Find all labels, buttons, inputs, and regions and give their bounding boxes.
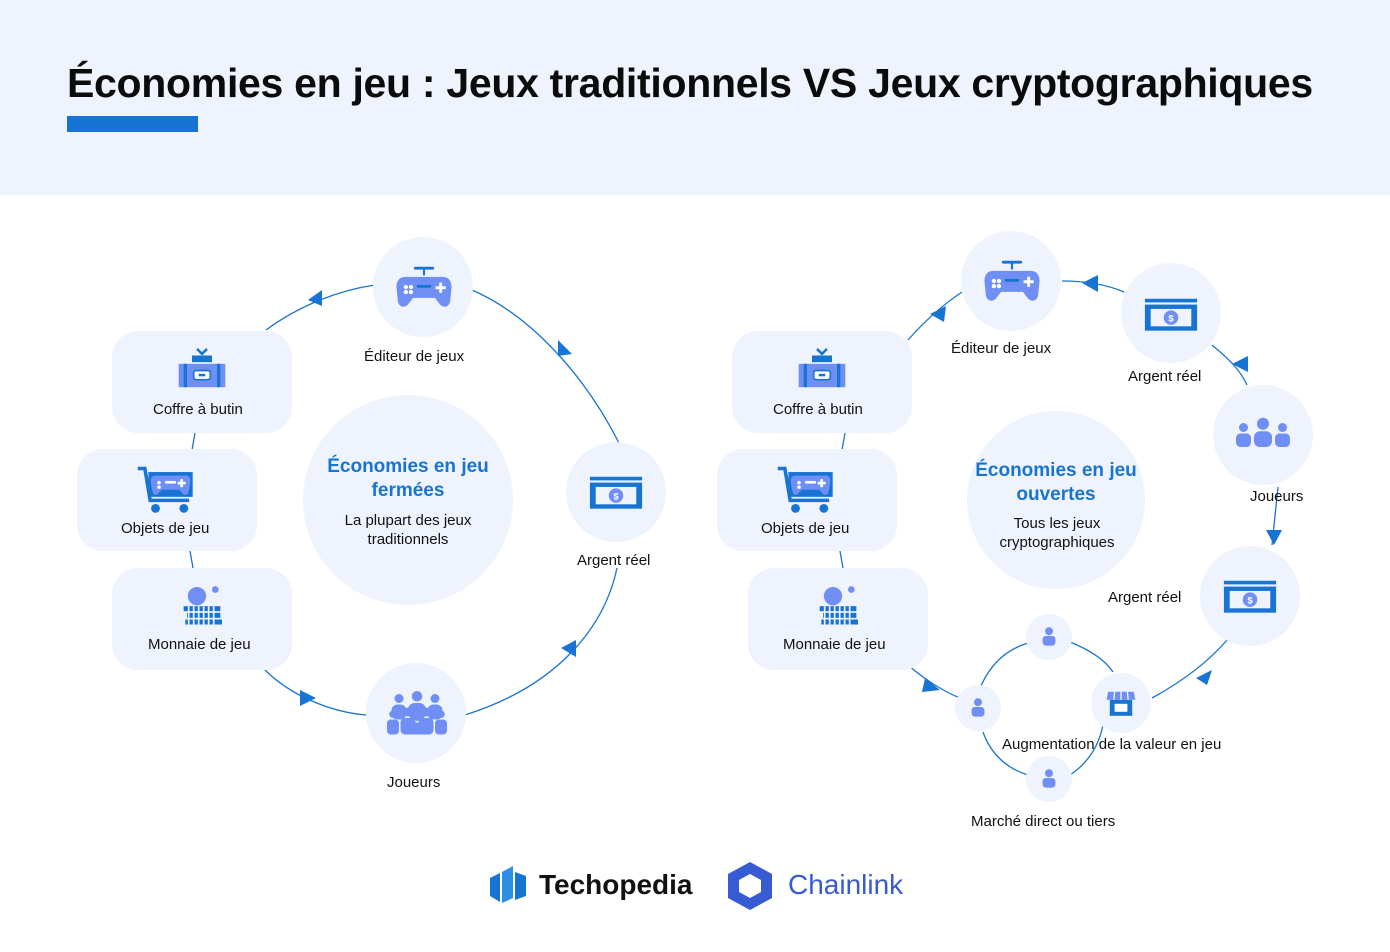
right-game-currency-label: Monnaie de jeu bbox=[783, 636, 886, 653]
left-center-subtitle: La plupart des jeux traditionnels bbox=[344, 512, 472, 548]
right-real-money-top-label: Argent réel bbox=[1128, 368, 1202, 385]
left-publisher-label: Éditeur de jeux bbox=[364, 348, 465, 365]
left-center-title: Économies en jeu fermées bbox=[327, 456, 489, 501]
right-center-circle bbox=[967, 411, 1145, 589]
market-label: Marché direct ou tiers bbox=[971, 813, 1116, 830]
left-loot-box-card bbox=[112, 331, 292, 433]
left-loot-box-label: Coffre à butin bbox=[153, 401, 243, 418]
market-node-top bbox=[1026, 614, 1072, 660]
right-game-items-card bbox=[717, 449, 897, 551]
right-loot-box-label: Coffre à butin bbox=[773, 401, 863, 418]
left-game-items-label: Objets de jeu bbox=[121, 520, 210, 537]
left-players-label: Joueurs bbox=[387, 774, 441, 791]
right-publisher-node bbox=[961, 231, 1061, 331]
left-real-money-label: Argent réel bbox=[577, 552, 651, 569]
left-game-items-card bbox=[77, 449, 257, 551]
chainlink-logo-text: Chainlink bbox=[788, 869, 904, 900]
right-players-label: Joueurs bbox=[1250, 488, 1304, 505]
crowd-icon bbox=[387, 691, 447, 735]
left-players-node bbox=[366, 663, 466, 763]
right-real-money-top-node bbox=[1121, 263, 1221, 363]
page-title: Économies en jeu : Jeux traditionnels VS… bbox=[67, 60, 1313, 106]
right-game-items-label: Objets de jeu bbox=[761, 520, 850, 537]
value-increase-label: Augmentation de la valeur en jeu bbox=[1002, 736, 1222, 753]
right-real-money-mid-node bbox=[1200, 546, 1300, 646]
header-band bbox=[0, 0, 1390, 195]
market-node-left bbox=[955, 685, 1001, 731]
right-loot-box-card bbox=[732, 331, 912, 433]
right-publisher-label: Éditeur de jeux bbox=[951, 340, 1052, 357]
chainlink-hexagon-icon bbox=[728, 862, 772, 910]
right-real-money-mid-label: Argent réel bbox=[1108, 589, 1182, 606]
left-publisher-node bbox=[373, 237, 473, 337]
left-center-circle bbox=[303, 395, 513, 605]
left-game-currency-card bbox=[112, 568, 292, 670]
right-game-currency-card bbox=[748, 568, 928, 670]
right-center-subtitle: Tous les jeux cryptographiques bbox=[999, 515, 1115, 551]
right-cycle-arrowheads bbox=[922, 275, 1282, 692]
market-node-bottom bbox=[1026, 756, 1072, 802]
techopedia-logo-icon bbox=[490, 866, 526, 903]
storefront-icon bbox=[1105, 691, 1137, 717]
left-real-money-node bbox=[566, 442, 666, 542]
right-players-node bbox=[1213, 385, 1313, 485]
market-node-shop bbox=[1091, 673, 1151, 733]
right-center-title: Économies en jeu ouvertes bbox=[975, 460, 1137, 505]
left-cycle-arrowheads bbox=[300, 290, 576, 706]
title-underline bbox=[67, 116, 198, 132]
techopedia-logo-text: Techopedia bbox=[539, 869, 693, 900]
left-game-currency-label: Monnaie de jeu bbox=[148, 636, 251, 653]
